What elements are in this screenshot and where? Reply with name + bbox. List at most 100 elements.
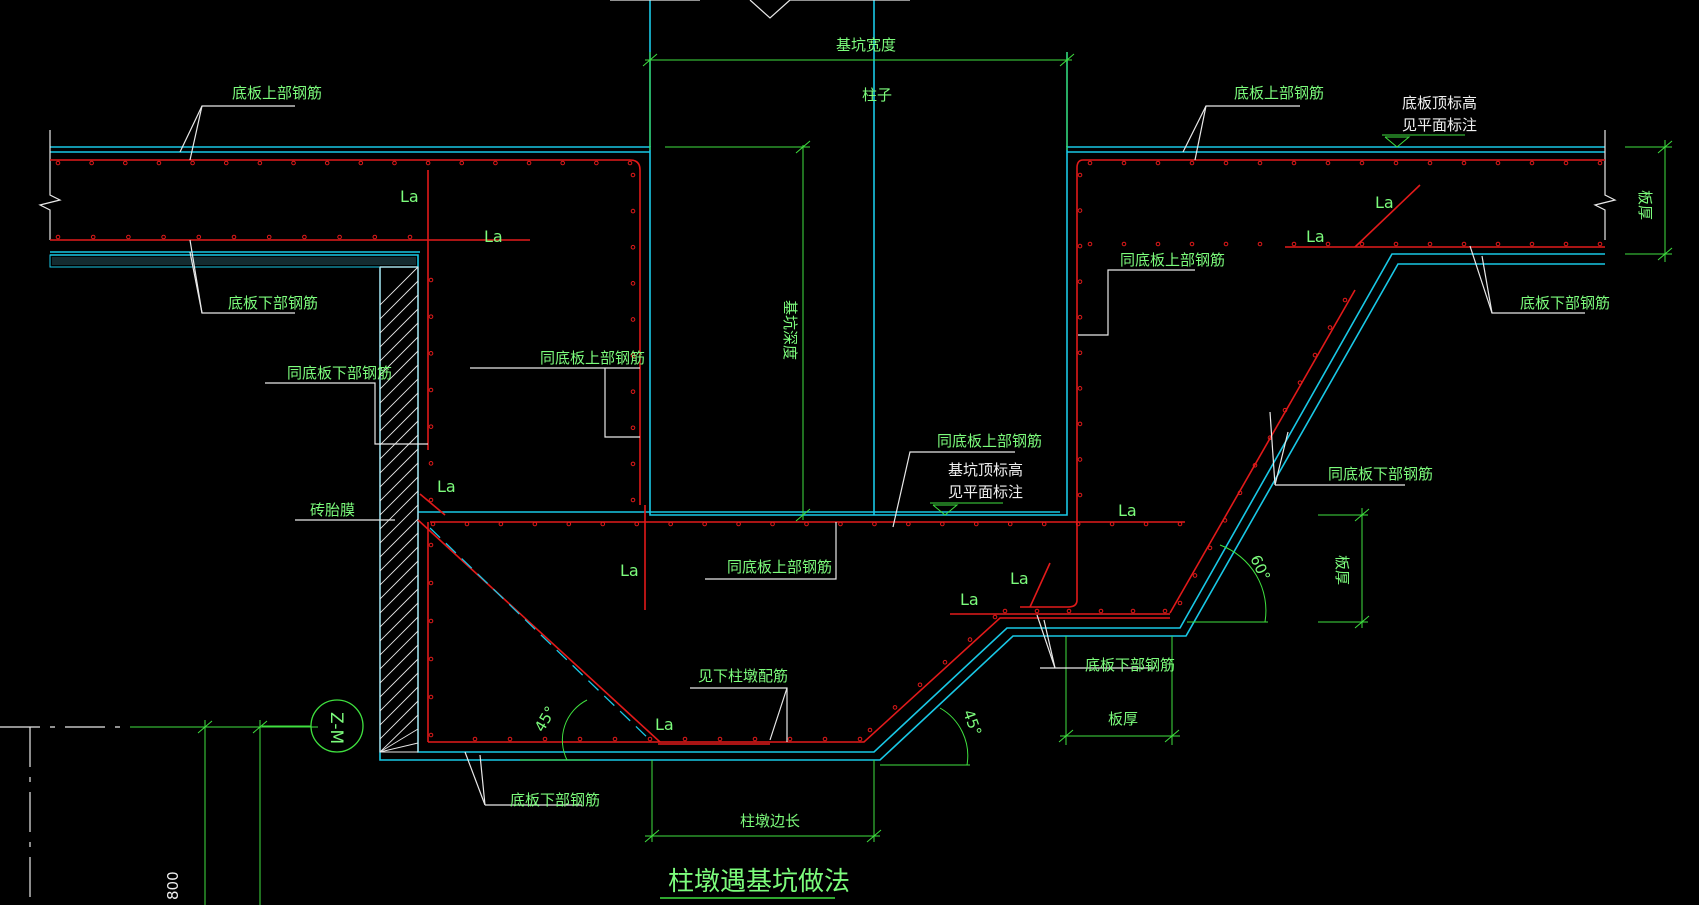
label-la-6: La [1118,501,1137,520]
label-same-top-rebar-inner: 同底板上部钢筋 [540,349,645,367]
rebar-dot [55,234,61,240]
rebar-dot [577,736,583,742]
hatch-line [379,406,419,446]
label-slab-top-elev-2: 见平面标注 [1402,116,1477,134]
rebar-dot [838,521,843,527]
rebar-dot [190,160,195,166]
rebar-dot [822,736,828,742]
rebar-dot [1529,241,1535,247]
hatch-line [379,350,419,390]
rebar-dot [1325,241,1331,247]
rebar-dot [872,521,877,527]
rebar-dot [942,659,948,665]
rebar-dot [1291,241,1297,247]
rebar-dot [1075,521,1081,527]
rebar-dot [1130,608,1136,614]
rebar-dot [1427,160,1433,166]
rebar-dot [493,160,498,166]
hatch-line [379,462,419,502]
rebar-dot [472,736,478,742]
label-slab-thickness-right: 板厚 [1636,190,1654,220]
rebar-dot [1077,172,1083,178]
rebar-dot [892,705,898,710]
label-slab-thickness-slope: 板厚 [1333,555,1351,585]
rebar-dot [1192,573,1198,578]
rebar-dot [1597,241,1603,247]
rebar-dot [702,521,707,527]
rebar-dot [1077,492,1083,498]
rebar-dot [55,160,61,166]
rebar-dot [428,424,434,429]
label-angle-45-left: 45° [531,703,560,735]
rebar-dot [1325,160,1331,166]
rebar-dot [1359,241,1365,247]
break-lines [38,0,1617,240]
rebar-dot [1291,160,1297,166]
hatch-line [379,448,419,488]
rebar-dot [223,160,229,166]
rebar-dot [1121,241,1127,247]
label-slab-bottom-rebar-right: 底板下部钢筋 [1520,294,1610,312]
rebar-dot [1563,160,1569,166]
label-angle-60: 60° [1246,552,1274,584]
hatch-line [379,658,419,698]
rebar-dot [1237,490,1243,496]
hatch-line [379,686,419,726]
rebar-dot [736,521,741,527]
rebar-dot [324,160,330,166]
rebar-dot [428,542,434,548]
hatch-line [379,280,419,320]
rebar-dot [532,521,538,527]
rebar-dot [1597,160,1603,166]
rebar-dot [1087,160,1093,166]
rebar-dot [291,160,296,166]
rebar-dot [1177,600,1183,606]
hatch-line [379,420,419,460]
rebar-dot [1087,241,1093,247]
rebar-dot [804,521,809,527]
rebar-dot [428,618,434,624]
rebar-dot [1461,241,1467,247]
hatch-line [379,378,419,418]
hatch-line [379,308,419,348]
rebar-dot [407,234,413,240]
rebar-dot [302,234,307,240]
hatch-line [379,700,419,740]
rebar-dot [428,314,434,319]
rebar-dot [266,234,272,240]
label-la-9: La [960,590,979,609]
rebar-dot [428,277,434,283]
label-slab-top-rebar-left: 底板上部钢筋 [232,84,322,102]
rebar-dot [668,521,673,527]
rebar-dot [161,234,166,240]
rebar-dot [770,521,775,527]
rebar-dot [428,461,434,466]
concrete-outline [50,146,1605,761]
rebar-dot [1177,521,1183,527]
rebar-dot [1077,350,1083,356]
rebar [50,159,1605,745]
hatch-line [379,294,419,334]
brick-mold-hatch [379,266,419,753]
dimension-lines [130,52,1673,905]
rebar-dot [430,521,436,527]
rebar-dot [1002,608,1008,614]
rebar-dot [560,160,566,166]
label-slab-top-rebar-right: 底板上部钢筋 [1234,84,1324,102]
rebar-dot [1066,608,1072,614]
label-section-marker: Z-M [326,712,346,744]
rebar-dot [600,521,606,527]
rebar-dot [1077,208,1083,213]
rebar-dot [1222,518,1228,523]
rebar-dot [1461,160,1467,166]
rebar-dot [1077,314,1083,320]
label-pit-top-elev-1: 基坑顶标高 [948,461,1023,479]
rebar-dot [1034,608,1040,614]
rebar-dot [196,234,202,240]
rebar-dot [1109,521,1115,527]
rebar-dot [526,160,532,166]
hatch-line [379,644,419,684]
rebar-dot [1077,421,1083,427]
rebar-dot [428,656,434,662]
rebar-dot [1041,521,1047,527]
